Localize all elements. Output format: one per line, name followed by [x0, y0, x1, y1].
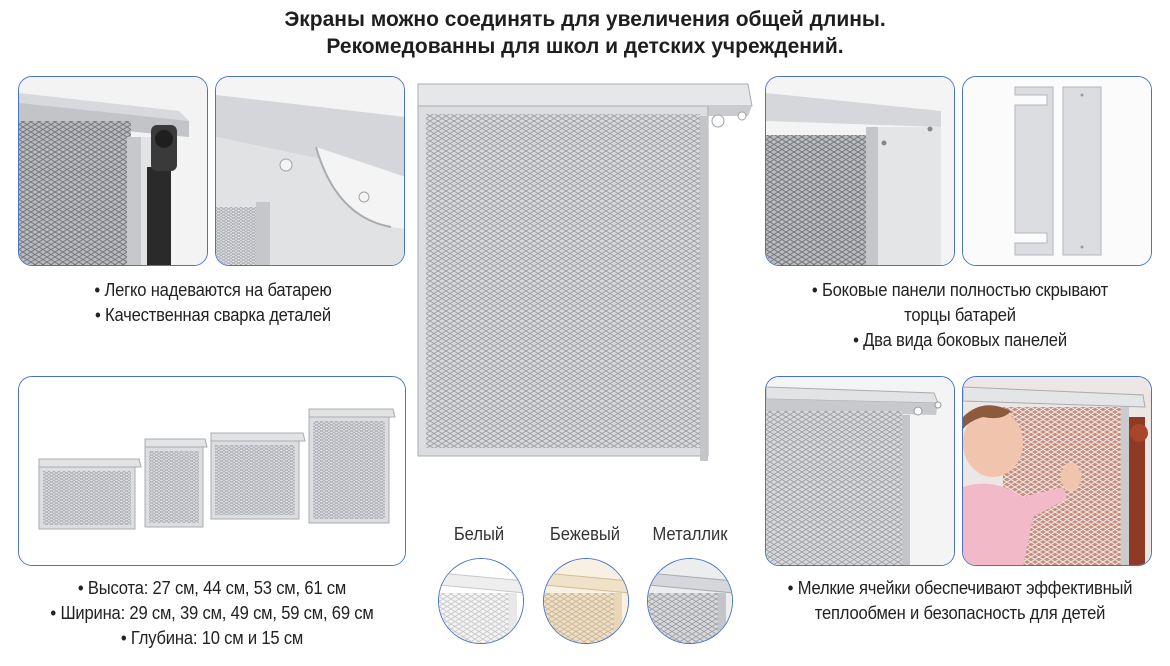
photo-top-cutout	[215, 76, 405, 266]
color-swatch-beige	[543, 558, 629, 644]
feature-small-cells: • Мелкие ячейки обеспечивают эффективный	[787, 578, 1133, 598]
size-width: • Ширина: 29 см, 39 см, 49 см, 59 см, 69…	[50, 603, 374, 623]
main-screen-product-image	[410, 76, 760, 471]
color-label-beige: Бежевый	[549, 524, 621, 544]
bottom-right-feature-list: • Мелкие ячейки обеспечивают эффективный…	[781, 576, 1140, 626]
feature-side-panels-hide: • Боковые панели полностью скрывают	[811, 280, 1109, 300]
photo-side-panel	[765, 76, 955, 266]
page-title: Экраны можно соединять для увеличения об…	[0, 6, 1170, 60]
feature-small-cells-cont: теплообмен и безопасность для детей	[814, 603, 1106, 623]
title-line-2: Рекомедованны для школ и детских учрежде…	[326, 35, 844, 58]
photo-two-side-panels	[962, 76, 1152, 266]
feature-two-panel-types: • Два вида боковых панелей	[853, 330, 1067, 350]
photo-mesh-closeup	[765, 376, 955, 566]
left-feature-list: • Легко надеваются на батарею • Качестве…	[34, 278, 393, 328]
photo-size-range	[18, 376, 406, 566]
size-list: • Высота: 27 см, 44 см, 53 см, 61 см • Ш…	[34, 576, 391, 651]
screen-size-3	[210, 432, 306, 520]
photo-corner-with-pipe	[18, 76, 208, 266]
size-height: • Высота: 27 см, 44 см, 53 см, 61 см	[77, 578, 347, 598]
feature-welding: • Качественная сварка деталей	[95, 305, 331, 325]
color-label-metallic: Металлик	[652, 524, 728, 544]
title-line-1: Экраны можно соединять для увеличения об…	[284, 8, 886, 31]
color-swatch-metallic	[647, 558, 733, 644]
color-label-white: Белый	[453, 524, 505, 544]
right-feature-list: • Боковые панели полностью скрывают торц…	[781, 278, 1140, 353]
color-swatch-white	[438, 558, 524, 644]
screen-size-2	[144, 438, 208, 528]
size-depth: • Глубина: 10 см и 15 см	[120, 628, 304, 648]
feature-easy-mount: • Легко надеваются на батарею	[94, 280, 332, 300]
feature-side-panels-hide-cont: торцы батарей	[904, 305, 1016, 325]
screen-size-1	[38, 458, 142, 530]
screen-size-4	[308, 408, 396, 524]
photo-child-safety	[962, 376, 1152, 566]
